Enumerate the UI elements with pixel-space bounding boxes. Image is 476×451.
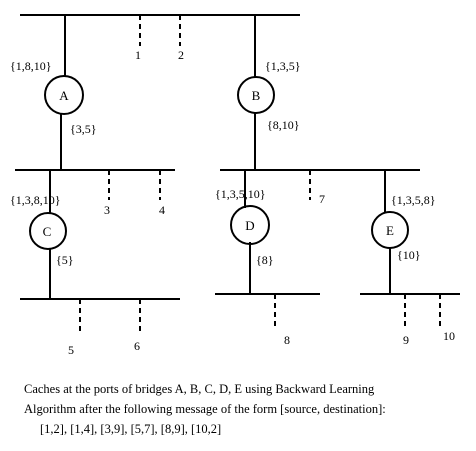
host-6-label: 6 [134, 339, 140, 353]
bridge-b-cache-bottom: {8,10} [267, 118, 300, 132]
bridge-e-node [371, 211, 409, 249]
bridge-e-label: E [386, 223, 394, 238]
bridge-a-label: A [59, 88, 69, 103]
host-4-label: 4 [159, 203, 165, 217]
bridge-a-cache-top: {1,8,10} [10, 59, 52, 73]
caption-line-2: Algorithm after the following message of… [24, 402, 386, 416]
bridge-c-label: C [43, 224, 52, 239]
caption: Caches at the ports of bridges A, B, C, … [24, 379, 469, 439]
caption-message-list: [1,2], [1,4], [3,9], [5,7], [8,9], [10,2… [40, 422, 222, 436]
host-8-label: 8 [284, 333, 290, 347]
bridge-a-cache-bottom: {3,5} [70, 122, 97, 136]
bridge-c-cache-bottom: {5} [56, 253, 74, 267]
bridge-d-label: D [245, 218, 254, 233]
bridge-b-cache-top: {1,3,5} [265, 59, 301, 73]
host-10-label: 10 [443, 329, 455, 343]
host-9-label: 9 [403, 333, 409, 347]
host-1-label: 1 [135, 48, 141, 62]
host-2-label: 2 [178, 48, 184, 62]
bridge-b-label: B [252, 88, 261, 103]
bridge-e-cache-top: {1,3,5,8} [391, 193, 436, 207]
bridge-d-cache-bottom: {8} [256, 253, 274, 267]
bridge-a-node [44, 75, 84, 115]
host-7-label: 7 [319, 192, 325, 206]
bridge-b-node [237, 76, 275, 114]
bridge-d-node [230, 205, 270, 245]
bridge-e-cache-bottom: {10} [397, 248, 421, 262]
bridge-d-cache-top: {1,3,5,10} [215, 187, 266, 201]
bridge-c-node [29, 212, 67, 250]
host-5-label: 5 [68, 343, 74, 357]
host-3-label: 3 [104, 203, 110, 217]
caption-line-1: Caches at the ports of bridges A, B, C, … [24, 382, 375, 396]
bridge-c-cache-top: {1,3,8,10} [10, 193, 61, 207]
